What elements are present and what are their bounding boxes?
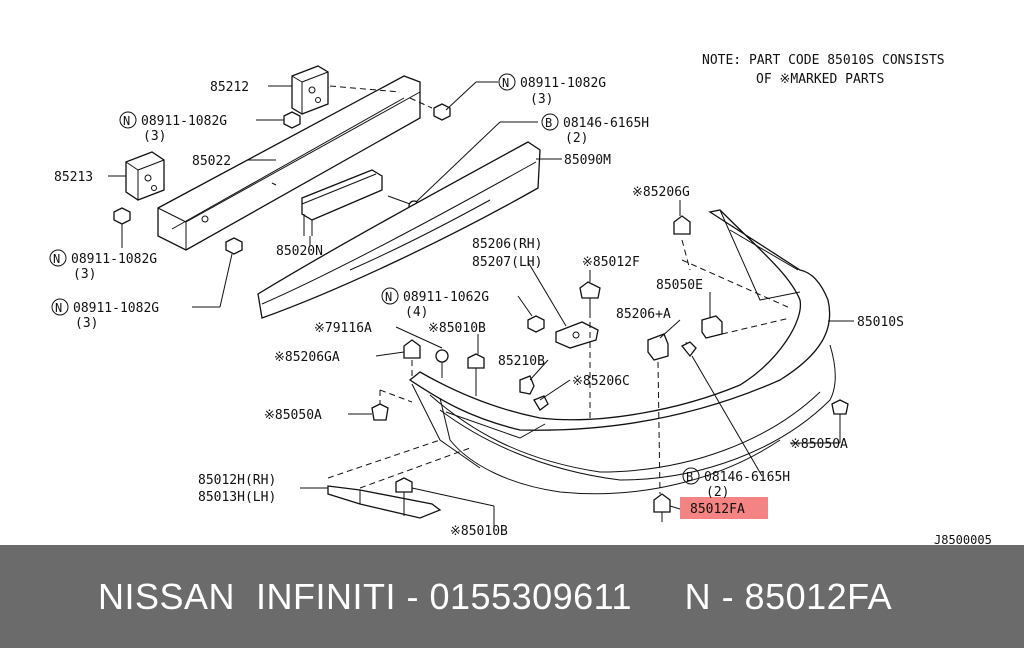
connector-dash bbox=[721, 317, 791, 335]
nut-mid bbox=[225, 237, 243, 255]
nut-top bbox=[433, 103, 451, 121]
connector-dash bbox=[379, 389, 413, 403]
label-85013H: 85013H(LH) bbox=[198, 490, 276, 505]
label-85206A: 85206+A bbox=[616, 307, 671, 322]
label-n-top: N 08911-1082G (3) bbox=[498, 73, 606, 107]
qty-08146-top: (2) bbox=[565, 131, 588, 146]
label-85210B: 85210B bbox=[498, 354, 545, 369]
label-85050E: 85050E bbox=[656, 278, 703, 293]
label-85213: 85213 bbox=[54, 170, 93, 185]
circle-n-letter: N bbox=[502, 76, 509, 90]
connector-dash bbox=[681, 239, 691, 271]
clip-85206C bbox=[533, 395, 549, 411]
bracket-85206A bbox=[647, 333, 669, 361]
label-08911-top: 08911-1082G bbox=[520, 76, 606, 91]
label-85207LH: 85207(LH) bbox=[472, 255, 542, 270]
label-79116A: ※79116A bbox=[314, 321, 372, 336]
label-08911-low: 08911-1082G bbox=[73, 301, 159, 316]
label-b-low: B 08146-6165H (2) bbox=[682, 467, 790, 500]
connector-dash bbox=[359, 447, 471, 489]
side-bracket bbox=[327, 485, 442, 519]
leader-lines bbox=[108, 81, 854, 530]
diagram-reference: J8500005 bbox=[934, 533, 992, 545]
clip-85012F bbox=[579, 281, 601, 312]
qty-08911-mid: (3) bbox=[73, 267, 96, 282]
label-08911-mid: 08911-1082G bbox=[71, 252, 157, 267]
clip-85206G bbox=[673, 215, 691, 235]
connector-dash bbox=[409, 97, 433, 109]
label-85022: 85022 bbox=[192, 154, 231, 169]
label-85010B-top: ※85010B bbox=[428, 321, 486, 336]
label-08146-top: 08146-6165H bbox=[563, 116, 649, 131]
circle-n-letter: N bbox=[385, 290, 392, 304]
retainer-79116A bbox=[435, 349, 449, 378]
footer-banner: NISSAN INFINITI - 0155309611 N - 85012FA bbox=[0, 545, 1024, 648]
bolt-85010B-low bbox=[395, 477, 413, 516]
qty-08146-low: (2) bbox=[706, 485, 729, 500]
nut-1062G bbox=[527, 315, 545, 333]
label-b-top: B 08146-6165H (2) bbox=[541, 113, 649, 146]
circle-n-letter: N bbox=[123, 114, 130, 128]
bracket-85206RH bbox=[555, 321, 599, 349]
circle-n-letter: N bbox=[53, 252, 60, 266]
qty-08911-left: (3) bbox=[143, 129, 166, 144]
label-08911-1062: 08911-1062G bbox=[403, 290, 489, 305]
note-line-1: NOTE: PART CODE 85010S CONSISTS bbox=[702, 53, 945, 68]
nut-left-lower bbox=[113, 207, 131, 225]
label-85212: 85212 bbox=[210, 80, 249, 95]
energy-absorber bbox=[257, 141, 541, 319]
bolt-85010B-top bbox=[467, 353, 485, 396]
clip-85050A-right bbox=[831, 399, 849, 415]
bracket-85212 bbox=[291, 65, 329, 115]
label-85206C: ※85206C bbox=[572, 374, 630, 389]
label-n-1062: N 08911-1062G (4) bbox=[381, 287, 489, 320]
label-85012H: 85012H(RH) bbox=[198, 473, 276, 488]
reinforcement-beam bbox=[157, 75, 421, 251]
circle-n-letter: N bbox=[55, 301, 62, 315]
label-85206RH: 85206(RH) bbox=[472, 237, 542, 252]
label-85012F: ※85012F bbox=[582, 255, 640, 270]
nut-left-upper bbox=[283, 111, 301, 129]
label-85206GA: ※85206GA bbox=[274, 350, 340, 365]
qty-08911-1062: (4) bbox=[405, 305, 428, 320]
clip-85206GA bbox=[403, 339, 421, 359]
connector-dash bbox=[327, 439, 441, 479]
qty-08911-top: (3) bbox=[530, 92, 553, 107]
label-85010B-low: ※85010B bbox=[450, 524, 508, 539]
bracket-85213 bbox=[125, 151, 165, 201]
clip-85050E bbox=[701, 315, 723, 339]
label-n-left: N 08911-1082G (3) bbox=[119, 111, 227, 144]
highlight-box bbox=[680, 497, 768, 519]
note-line-2: OF ※MARKED PARTS bbox=[756, 72, 884, 87]
label-85010S: 85010S bbox=[857, 315, 904, 330]
connector-dash bbox=[657, 361, 661, 495]
label-n-low: N 08911-1082G (3) bbox=[51, 298, 159, 331]
clip-85050A-left bbox=[371, 403, 389, 421]
label-85206G: ※85206G bbox=[632, 185, 690, 200]
label-08911-left: 08911-1082G bbox=[141, 114, 227, 129]
label-85050A-right: ※85050A bbox=[790, 437, 848, 452]
label-85012FA: 85012FA bbox=[690, 502, 745, 517]
connector-dash bbox=[329, 85, 401, 93]
label-08146-low: 08146-6165H bbox=[704, 470, 790, 485]
label-85090M: 85090M bbox=[564, 153, 611, 168]
footer-part-info: NISSAN INFINITI - 0155309611 N - 85012FA bbox=[98, 575, 893, 617]
stay-85020N bbox=[301, 169, 383, 236]
qty-08911-low: (3) bbox=[75, 316, 98, 331]
clip-85210B bbox=[519, 375, 535, 395]
bolt-08146-low bbox=[680, 341, 697, 358]
bumper-fascia bbox=[408, 209, 836, 495]
circle-b-letter: B bbox=[686, 470, 693, 484]
circle-b-letter: B bbox=[545, 116, 552, 130]
parts-diagram: NOTE: PART CODE 85010S CONSISTS OF ※MARK… bbox=[49, 53, 992, 545]
label-85020N: 85020N bbox=[276, 244, 323, 259]
clip-85012FA bbox=[653, 493, 671, 522]
label-85050A-left: ※85050A bbox=[264, 408, 322, 423]
label-n-mid: N 08911-1082G (3) bbox=[49, 249, 157, 282]
